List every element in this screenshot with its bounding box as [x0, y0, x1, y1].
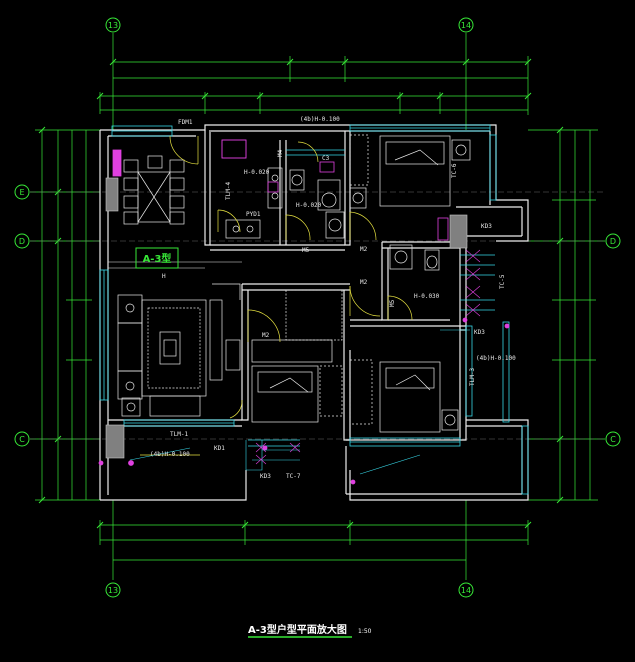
- unit-tag: A-3型: [143, 252, 172, 265]
- label-pyd1: PYD1: [246, 211, 261, 218]
- dimension-lines: [30, 33, 605, 580]
- axis-bubble-right-c: [605, 431, 621, 447]
- label-elev-bottom: (4b)H-0.100: [150, 451, 190, 458]
- axis-label-left-e: E: [19, 188, 24, 197]
- label-fdm1: FDM1: [178, 119, 193, 126]
- label-tlm3: TLM-3: [469, 368, 476, 386]
- label-h: H: [162, 273, 166, 280]
- label-m2b: M2: [360, 279, 368, 286]
- label-elev-top: (4b)H-0.100: [300, 116, 340, 123]
- label-h0030: H-0.030: [414, 293, 440, 300]
- label-kd3b: KD3: [474, 329, 485, 336]
- axis-bubble-bottom-right: [458, 582, 474, 598]
- axis-label-left-c: C: [19, 435, 25, 444]
- drawing-title: A-3型户型平面放大图: [248, 623, 347, 636]
- label-tc6: TC-6: [451, 163, 458, 178]
- dining-set: [123, 155, 185, 225]
- axis-grid-lines: [30, 191, 605, 440]
- label-h0020: H-0.020: [244, 169, 270, 176]
- magenta-fixtures: [98, 139, 510, 485]
- drawing-scale: 1:50: [358, 628, 372, 635]
- label-tlm1: TLM-1: [170, 431, 188, 438]
- hatching: [255, 249, 481, 465]
- axis-markers: [14, 17, 621, 598]
- doors: [140, 135, 413, 456]
- axis-label-right-d: D: [610, 237, 616, 246]
- bed-secondary: [349, 359, 459, 433]
- label-kd1: KD1: [214, 445, 225, 452]
- label-kd3a: KD3: [481, 223, 492, 230]
- label-m5b: M5: [389, 299, 396, 307]
- label-kd3c: KD3: [260, 473, 271, 480]
- axis-label-bottom-14: 14: [461, 586, 471, 595]
- label-elev-right: (4b)H-0.100: [476, 355, 516, 362]
- axis-label-right-c: C: [610, 435, 616, 444]
- label-m2c: M2: [262, 332, 270, 339]
- axis-bubble-bottom-left: [105, 582, 121, 598]
- label-m4: M4: [277, 149, 284, 157]
- axis-label-bottom-13: 13: [108, 586, 118, 595]
- label-tc7: TC-7: [286, 473, 301, 480]
- columns: [105, 177, 468, 459]
- label-tc5: TC-5: [499, 274, 506, 289]
- axis-bubble-right-d: [605, 233, 621, 249]
- axis-bubble-left-e: [14, 184, 30, 200]
- axis-bubble-top-right: [458, 17, 474, 33]
- axis-bubble-top-left: [105, 17, 121, 33]
- axis-label-top-14: 14: [461, 21, 471, 30]
- label-c3: C3: [322, 155, 330, 162]
- living-sofa-set: [117, 283, 241, 417]
- axis-bubble-left-c: [14, 431, 30, 447]
- label-tlm4: TLM-4: [225, 182, 232, 200]
- bed-master-top: [349, 134, 471, 209]
- fixtures: [221, 139, 440, 271]
- label-m2a: M2: [360, 246, 368, 253]
- axis-label-top-13: 13: [108, 21, 118, 30]
- bed-middle: [251, 289, 343, 423]
- axis-label-left-d: D: [19, 237, 25, 246]
- label-m5a: M5: [302, 247, 310, 254]
- dimension-ticks: [38, 58, 564, 529]
- unit-tag-box: [135, 247, 179, 269]
- axis-bubble-left-d: [14, 233, 30, 249]
- label-h0020b: H-0.020: [296, 202, 322, 209]
- windows: [99, 124, 529, 495]
